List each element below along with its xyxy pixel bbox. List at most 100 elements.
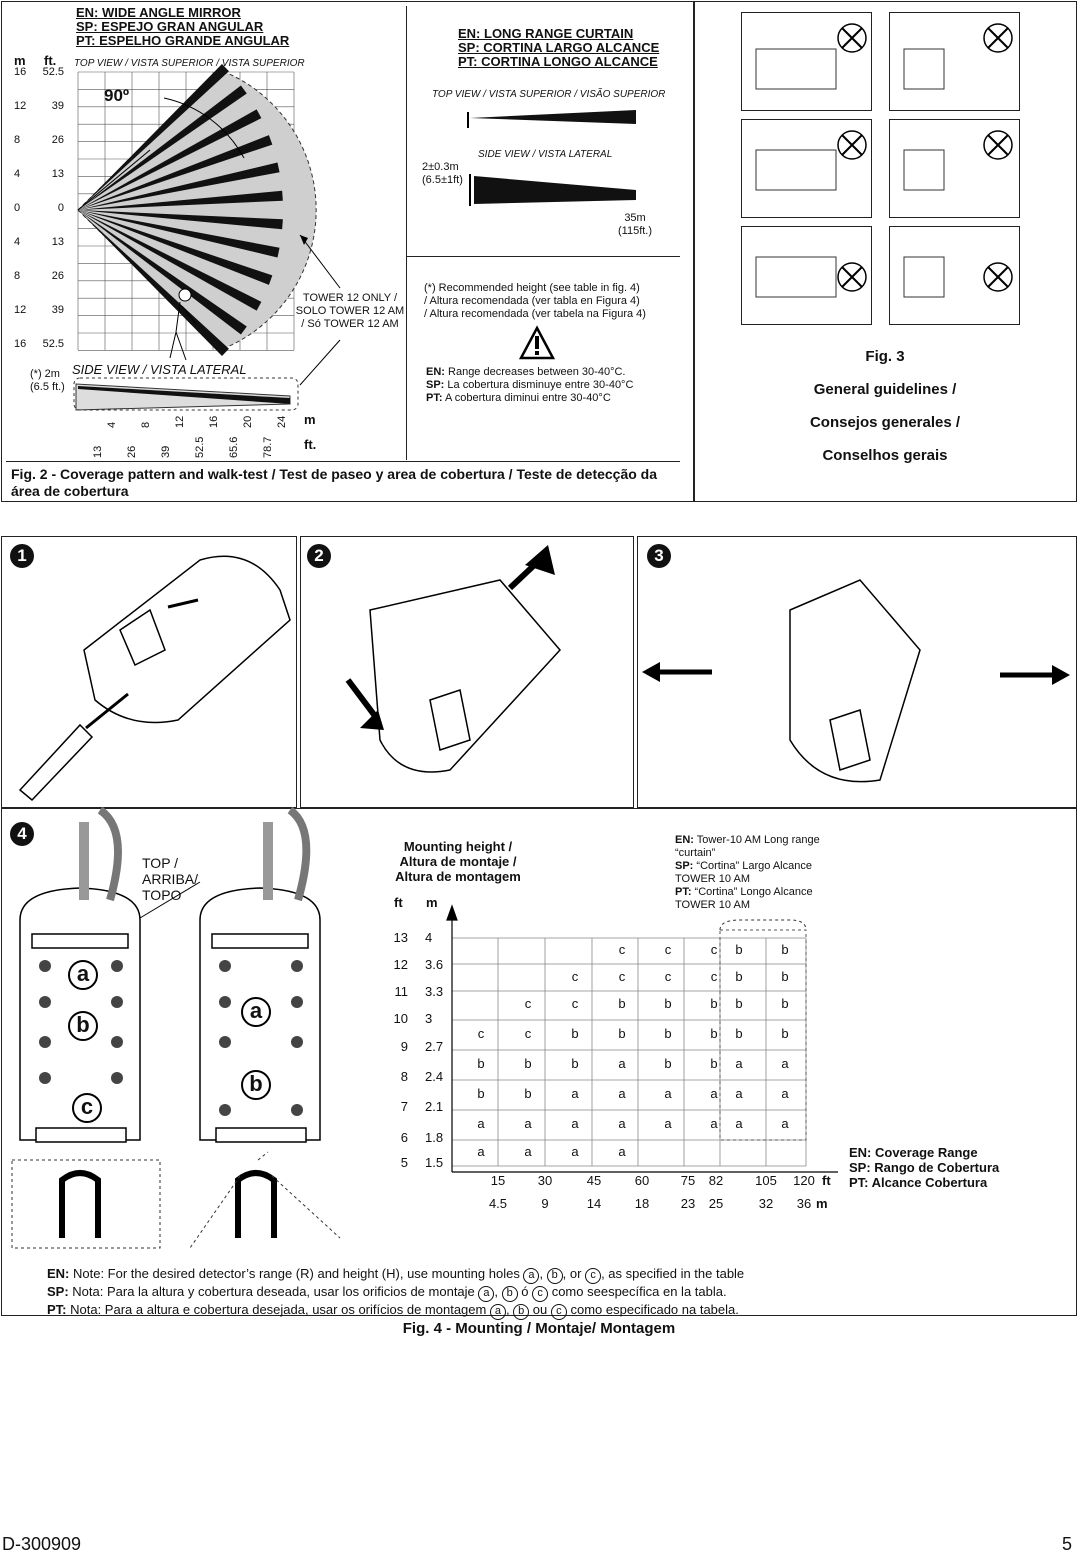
table-cell: a [524, 1116, 532, 1131]
table-cell: a [618, 1086, 626, 1101]
long-title: EN: LONG RANGE CURTAIN SP: CORTINA LARGO… [458, 27, 659, 69]
table-cell: b [735, 996, 743, 1011]
unit-ft: ft. [44, 53, 57, 68]
table-cell: c [664, 942, 672, 957]
long-range-ft: (115ft.) [618, 225, 653, 237]
table-cell: c [477, 1026, 485, 1041]
table-cell: a [735, 1056, 743, 1071]
note-pt-hole-a: a [489, 1304, 506, 1320]
scale-m-label: 0 [14, 202, 21, 214]
table-cell: a [571, 1116, 579, 1131]
temp-en: Range decreases between 30-40°C. [444, 366, 626, 378]
temp-pt: A cobertura diminui entre 30-40°C [442, 392, 611, 404]
step3-panel [637, 536, 1077, 808]
table-cell: a [571, 1086, 579, 1101]
range-m-label: 18 [634, 1196, 650, 1211]
height-m-label: 2.4 [425, 1069, 444, 1084]
long-height: 2±0.3m (6.5±1ft) [422, 161, 463, 187]
range-m-label: 9 [541, 1196, 549, 1211]
temp-sp-label: SP: [426, 379, 445, 391]
long-side-view: SIDE VIEW / VISTA LATERAL [478, 149, 613, 160]
height-ft-label: 8 [400, 1069, 408, 1084]
mount-title-pt: Altura de montagem [395, 869, 521, 884]
height-ft-label: 10 [393, 1011, 408, 1026]
table-cell: c [524, 1026, 532, 1041]
recommended-sp: / Altura recomendada (ver tabla en Figur… [424, 295, 640, 307]
note-pt-4: como especificado na tabela. [566, 1302, 739, 1317]
range-ft-label: 105 [755, 1173, 777, 1188]
fig3-caption: Fig. 3 General guidelines / Consejos gen… [740, 340, 1030, 472]
note-en-label: EN: [47, 1266, 70, 1281]
height-ft-label: 5 [400, 1155, 408, 1170]
range-ft-label: 15 [490, 1173, 506, 1188]
height-ft-label: 7 [400, 1099, 408, 1114]
coverage-beam [78, 210, 280, 258]
height-ft-label: 6 [400, 1130, 408, 1145]
note-pt: PT: Nota: Para a altura e cobertura dese… [47, 1302, 927, 1320]
range-m-label: 32 [758, 1196, 774, 1211]
height-m-label: 3.6 [425, 957, 444, 972]
scale-ft-label: 26 [51, 270, 64, 282]
note-en-hole-c: c [585, 1268, 602, 1284]
table-cell: c [664, 969, 672, 984]
long-title-en: EN: LONG RANGE CURTAIN [458, 26, 634, 41]
table-cell: a [477, 1144, 485, 1159]
range-ft-label: 60 [634, 1173, 650, 1188]
long-title-sp: SP: CORTINA LARGO ALCANCE [458, 40, 660, 55]
table-cell: c [710, 969, 718, 984]
coverage-beam [78, 210, 247, 335]
tower-note: TOWER 12 ONLY / SOLO TOWER 12 AM / Só TO… [295, 292, 405, 330]
table-cell: b [664, 1056, 672, 1071]
bottom-unit-ft: ft. [304, 437, 317, 452]
note-sp-4: como seespecífica en la tabla. [548, 1284, 727, 1299]
table-cell: b [781, 942, 789, 957]
curtain-en-label: EN: [675, 834, 694, 846]
curtain-pt: “Cortina” Longo Alcance TOWER 10 AM [675, 886, 813, 911]
top-view-label: TOP VIEW / VISTA SUPERIOR / VISTA SUPERI… [74, 58, 305, 69]
table-cell: b [710, 1026, 718, 1041]
scale-m-label: 12 [14, 100, 27, 112]
range-ft-label: 75 [680, 1173, 696, 1188]
height-m-label: 2.1 [425, 1099, 444, 1114]
curtain-sp-label: SP: [675, 860, 694, 872]
range-m-label: 36 [796, 1196, 812, 1211]
curtain-pt-label: PT: [675, 886, 692, 898]
coverage-en: EN: Coverage Range [849, 1145, 978, 1160]
note-pt-hole-b: b [513, 1304, 530, 1320]
scale-m-label: 4 [14, 236, 21, 248]
scale-ft-label: 26 [51, 134, 64, 146]
range-ft-unit: ft [822, 1173, 831, 1188]
note-pt-2: , [505, 1302, 514, 1317]
table-cell: a [618, 1116, 626, 1131]
table-cell: b [571, 1026, 579, 1041]
note-en-3: , or [562, 1266, 586, 1281]
scale-ft-label: 0 [57, 202, 64, 214]
table-cell: c [618, 969, 626, 984]
scale-ft-label: 39 [51, 100, 64, 112]
hole-b-label: b [68, 1011, 98, 1041]
height-m-label: 1.8 [425, 1130, 444, 1145]
height-ft-label: 9 [400, 1039, 408, 1054]
guideline-tile [741, 119, 872, 218]
mount-title: Mounting height / Altura de montaje / Al… [378, 839, 538, 884]
note-en-1: Note: For the desired detector’s range (… [69, 1266, 524, 1281]
note-en: EN: Note: For the desired detector’s ran… [47, 1266, 927, 1284]
temperature-note: EN: Range decreases between 30-40°C. SP:… [426, 366, 633, 405]
page-number: 5 [1062, 1534, 1073, 1554]
note-sp-2: , [494, 1284, 502, 1299]
height-m-label: 4 [425, 930, 433, 945]
step-4-badge: 4 [10, 822, 34, 846]
wide-title-pt: PT: ESPELHO GRANDE ANGULAR [76, 33, 290, 48]
fig2-panel [1, 1, 694, 502]
screwdriver-illustration [18, 692, 129, 802]
bottom-unit-m: m [304, 412, 316, 427]
long-height-m: 2±0.3m [422, 161, 459, 173]
coverage-beam [78, 210, 262, 311]
table-cell: c [710, 942, 718, 957]
table-cell: b [477, 1056, 485, 1071]
note-pt-3: ou [529, 1302, 551, 1317]
hole-a-label-right: a [241, 997, 271, 1027]
coverage-pt: PT: Alcance Cobertura [849, 1175, 988, 1190]
guideline-tile [741, 12, 872, 111]
